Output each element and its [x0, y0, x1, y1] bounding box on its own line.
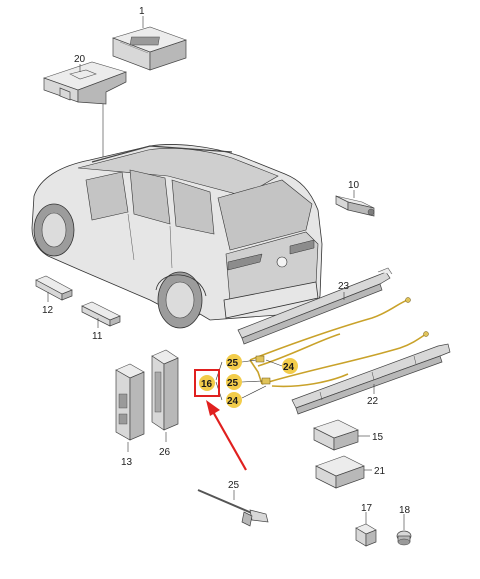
svg-text:24: 24 [283, 362, 295, 373]
callout-26: 26 [159, 447, 171, 458]
part-23-trim-strip[interactable] [237, 267, 393, 345]
part-13-module[interactable] [115, 363, 145, 441]
leader-25a [241, 359, 257, 363]
wiring-harness[interactable] [249, 297, 429, 388]
part-12-light-strip[interactable] [35, 275, 73, 301]
callout-10: 10 [348, 180, 360, 191]
svg-text:25: 25 [227, 378, 239, 389]
svg-text:16: 16 [201, 379, 213, 390]
callout-badge-24a: 24 [282, 358, 298, 374]
part-17-clip[interactable] [355, 523, 377, 547]
part-11-light-strip[interactable] [81, 301, 121, 327]
callout-badge-24b: 24 [226, 392, 242, 408]
callout-16-highlight[interactable]: 16 [194, 369, 220, 397]
part-21-bracket[interactable] [315, 455, 365, 489]
callout-15: 15 [372, 432, 384, 443]
callout-11: 11 [92, 331, 103, 342]
callout-badge-25b: 25 [226, 374, 242, 390]
part-1-control-unit[interactable] [112, 26, 187, 71]
callout-20: 20 [74, 54, 86, 65]
callout-1: 1 [139, 6, 145, 17]
part-26-cover[interactable] [151, 349, 179, 431]
part-22-trim-strip[interactable] [291, 343, 451, 415]
callout-22: 22 [367, 396, 379, 407]
callout-12: 12 [42, 305, 54, 316]
callout-21: 21 [374, 466, 386, 477]
part-20-bracket[interactable] [43, 61, 127, 105]
callout-badge-25a: 25 [226, 354, 242, 370]
callout-18: 18 [399, 505, 411, 516]
svg-text:25: 25 [227, 358, 239, 369]
callout-17: 17 [361, 503, 373, 514]
part-18-plug[interactable] [396, 530, 412, 546]
highlight-arrow [206, 400, 247, 471]
vehicle-illustration [31, 144, 323, 329]
part-10-sensor[interactable] [335, 195, 375, 217]
callout-23: 23 [338, 281, 350, 292]
svg-text:24: 24 [227, 396, 239, 407]
callout-25c: 25 [228, 480, 240, 491]
part-25-cable-tie[interactable] [197, 489, 269, 527]
leader-24b [241, 385, 267, 399]
leader-24a [265, 359, 283, 367]
part-15-module[interactable] [313, 419, 359, 451]
leader-25b [241, 380, 263, 383]
callout-13: 13 [121, 457, 133, 468]
